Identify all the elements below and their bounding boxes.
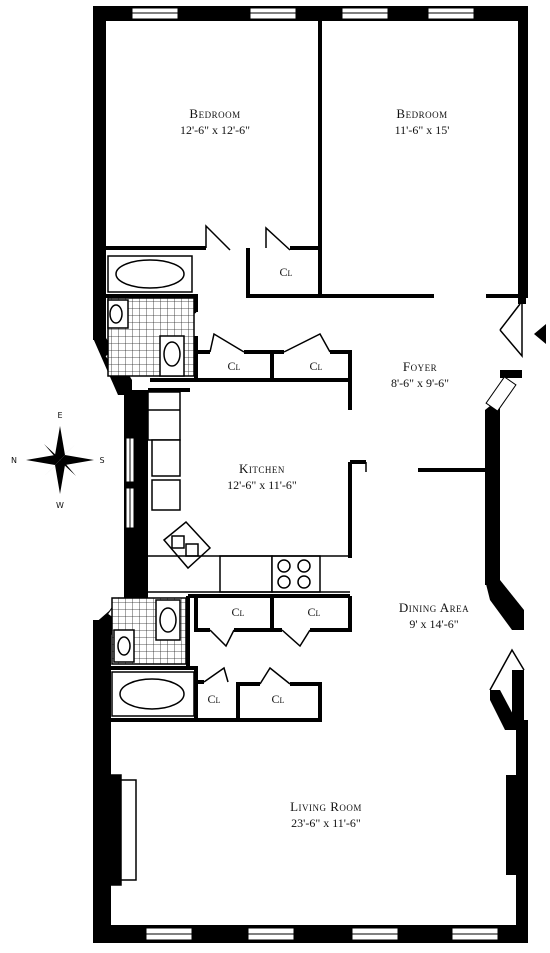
closet-label: Cl: [228, 359, 241, 373]
compass-east: E: [57, 411, 62, 420]
room-dims-dining: 9' x 14'-6": [409, 617, 458, 631]
fixtures: [107, 255, 518, 886]
compass-rose-icon: E W N S: [11, 411, 105, 510]
compass-west: W: [56, 501, 64, 510]
compass-south: S: [99, 456, 104, 465]
room-dims-bedroom-left: 12'-6" x 12'-6": [180, 123, 250, 137]
room-name-kitchen: Kitchen: [239, 461, 285, 476]
room-dims-foyer: 8'-6" x 9'-6": [391, 376, 449, 390]
compass-north: N: [11, 456, 17, 465]
room-name-bedroom-left: Bedroom: [189, 106, 240, 121]
room-name-bedroom-right: Bedroom: [396, 106, 447, 121]
room-dims-living: 23'-6" x 11'-6": [291, 816, 361, 830]
closet-label: Cl: [208, 692, 221, 706]
outer-walls: [93, 6, 528, 943]
room-name-foyer: Foyer: [403, 359, 437, 374]
interior-walls: [106, 21, 518, 722]
closet-label: Cl: [308, 605, 321, 619]
closet-label: Cl: [280, 265, 293, 279]
room-name-living: Living Room: [290, 799, 362, 814]
room-labels: Bedroom 12'-6" x 12'-6" Bedroom 11'-6" x…: [180, 106, 469, 830]
entry-arrow-icon: [534, 324, 546, 344]
room-name-dining: Dining Area: [399, 600, 469, 615]
closet-label: Cl: [232, 605, 245, 619]
room-dims-bedroom-right: 11'-6" x 15': [395, 123, 450, 137]
doors: [167, 224, 525, 691]
closet-label: Cl: [310, 359, 323, 373]
closet-label: Cl: [272, 692, 285, 706]
windows: [104, 7, 517, 941]
room-dims-kitchen: 12'-6" x 11'-6": [227, 478, 297, 492]
